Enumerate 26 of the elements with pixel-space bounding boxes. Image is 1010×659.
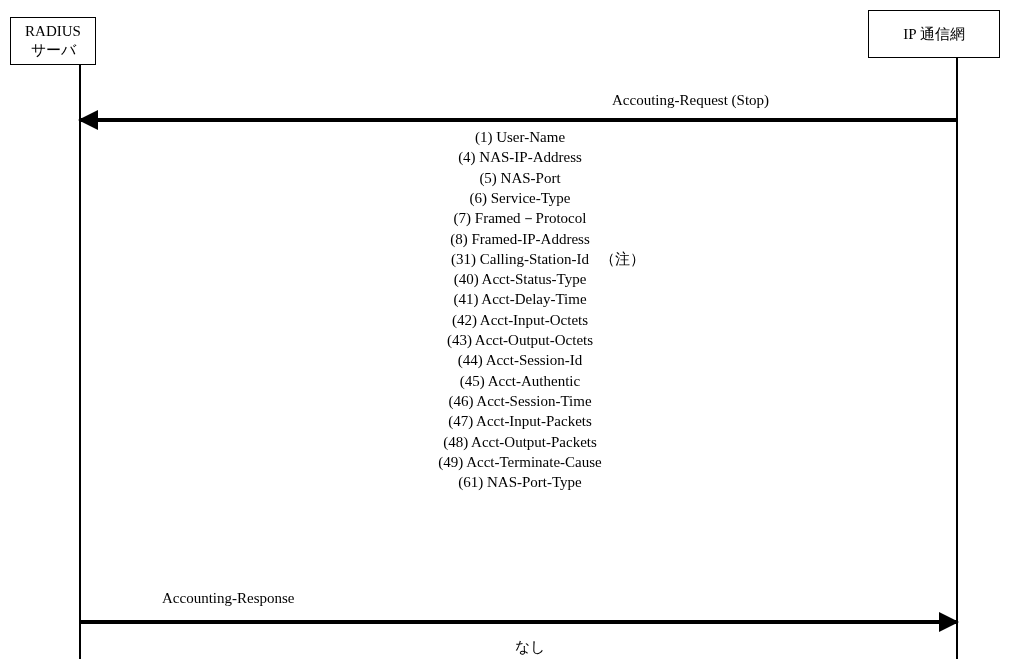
- arrow: [78, 110, 957, 130]
- attribute-name: (4) NAS-IP-Address: [458, 148, 582, 167]
- attribute-name: (42) Acct-Input-Octets: [451, 310, 589, 329]
- attribute-name: (47) Acct-Input-Packets: [448, 412, 592, 431]
- participant-box: IP 通信網: [868, 10, 1000, 58]
- participant-box: RADIUS サーバ: [10, 17, 96, 65]
- attribute-name: (31) Calling-Station-Id: [451, 249, 589, 268]
- message-label: Accouting-Request (Stop): [612, 91, 770, 109]
- arrow: [80, 612, 959, 632]
- attribute-name: (46) Acct-Session-Time: [448, 391, 592, 410]
- attribute-name: (43) Acct-Output-Octets: [446, 331, 594, 349]
- attribute-name: (6) Service-Type: [469, 188, 571, 207]
- note-mark: （注）: [600, 249, 645, 268]
- attribute-name: (40) Acct-Status-Type: [453, 270, 587, 289]
- attribute-name: (5) NAS-Port: [479, 168, 561, 187]
- attribute-name: (45) Acct-Authentic: [459, 371, 581, 390]
- attribute-name: (8) Framed-IP-Address: [450, 229, 590, 248]
- attribute-name: (61) NAS-Port-Type: [458, 473, 582, 492]
- message-note: なし: [515, 638, 545, 656]
- message-label: Accounting-Response: [162, 589, 295, 607]
- attribute-name: (44) Acct-Session-Id: [457, 351, 583, 370]
- attribute-name: (48) Acct-Output-Packets: [443, 432, 597, 451]
- attribute-name: (1) User-Name: [474, 128, 566, 146]
- attribute-name: (41) Acct-Delay-Time: [453, 290, 587, 309]
- attribute-name: (7) Framed－Protocol: [453, 209, 587, 228]
- attribute-name: (49) Acct-Terminate-Cause: [438, 452, 602, 471]
